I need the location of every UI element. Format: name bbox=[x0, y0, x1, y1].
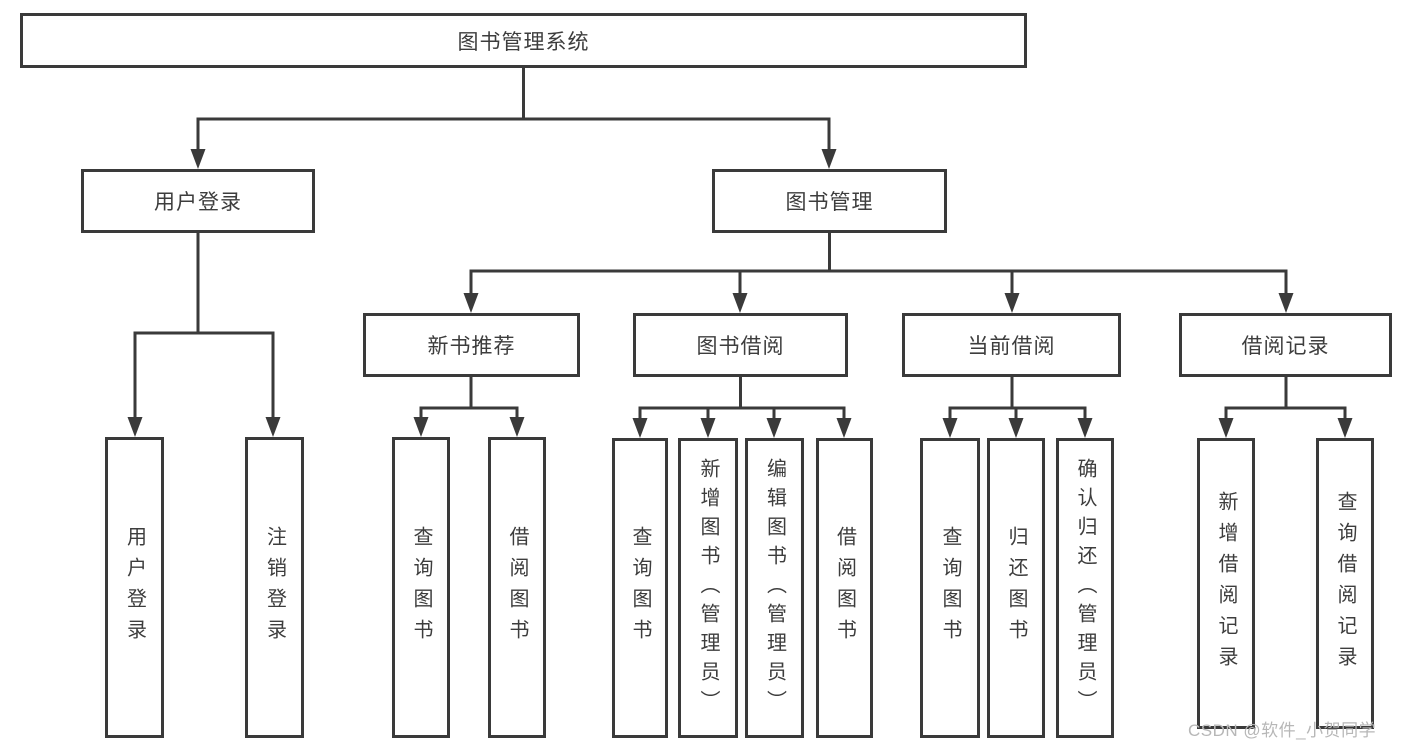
leaf-label: 查询图书 bbox=[410, 525, 432, 650]
leaf-label: 归还图书 bbox=[1005, 526, 1027, 650]
leaf-confirm-return-admin: 确认归还（管理员） bbox=[1056, 438, 1114, 738]
leaf-query-borrow-record: 查询借阅记录 bbox=[1316, 438, 1374, 729]
leaf-borrow-books-2: 借阅图书 bbox=[816, 438, 873, 738]
leaf-label: 查询图书 bbox=[629, 526, 651, 650]
leaf-add-borrow-record: 新增借阅记录 bbox=[1197, 438, 1255, 729]
leaf-query-books-2: 查询图书 bbox=[612, 438, 668, 738]
leaf-label: 用户登录 bbox=[123, 525, 146, 650]
node-book-borrow: 图书借阅 bbox=[633, 313, 848, 377]
leaf-label: 注销登录 bbox=[263, 525, 286, 650]
leaf-edit-books-admin: 编辑图书（管理员） bbox=[745, 438, 804, 738]
leaf-add-books-admin: 新增图书（管理员） bbox=[678, 438, 738, 738]
node-user-login: 用户登录 bbox=[81, 169, 315, 233]
leaf-user-login: 用户登录 bbox=[105, 437, 164, 738]
leaf-label: 借阅图书 bbox=[833, 526, 856, 650]
node-borrow-records: 借阅记录 bbox=[1179, 313, 1392, 377]
leaf-query-books-1: 查询图书 bbox=[392, 437, 450, 738]
leaf-label: 新增借阅记录 bbox=[1215, 490, 1237, 677]
watermark: CSDN @软件_小贺同学 bbox=[1188, 721, 1377, 740]
leaf-label: 查询借阅记录 bbox=[1334, 490, 1356, 677]
leaf-return-books: 归还图书 bbox=[987, 438, 1045, 738]
leaf-label: 新增图书（管理员） bbox=[697, 457, 719, 719]
leaf-label: 确认归还（管理员） bbox=[1074, 457, 1096, 719]
node-root: 图书管理系统 bbox=[20, 13, 1027, 68]
leaf-label: 借阅图书 bbox=[506, 525, 528, 650]
node-new-book-recommend: 新书推荐 bbox=[363, 313, 580, 377]
leaf-query-books-3: 查询图书 bbox=[920, 438, 980, 738]
node-book-management: 图书管理 bbox=[712, 169, 947, 233]
leaf-label: 查询图书 bbox=[939, 526, 961, 650]
leaf-logout-login: 注销登录 bbox=[245, 437, 304, 738]
node-current-borrow: 当前借阅 bbox=[902, 313, 1121, 377]
leaf-label: 编辑图书（管理员） bbox=[763, 457, 786, 719]
leaf-borrow-books-1: 借阅图书 bbox=[488, 437, 546, 738]
